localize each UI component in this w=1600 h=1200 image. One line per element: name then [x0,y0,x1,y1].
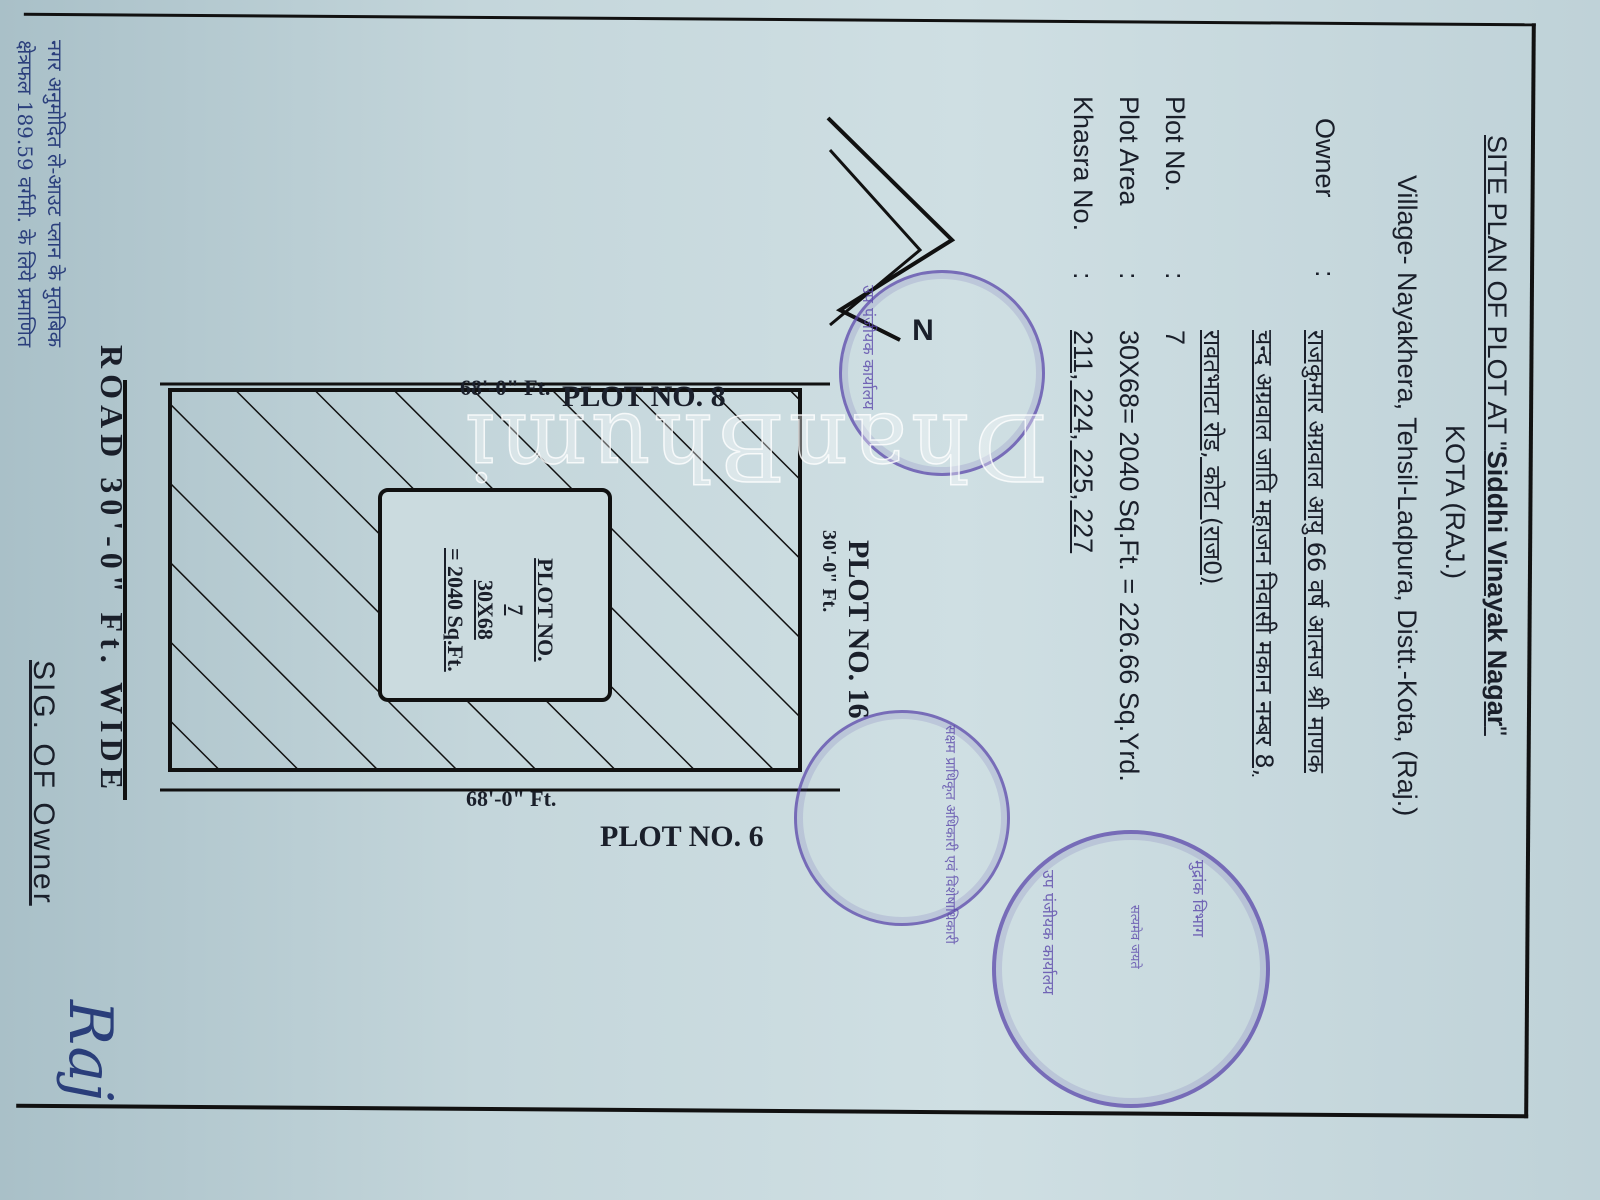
stamp-3-bottom-text: उप पंजीयक कार्यालय [1039,870,1058,995]
stamp-3 [992,830,1270,1108]
plot-area-label: Plot Area [1114,96,1144,206]
inner-plot-label: PLOT NO. 7 30X68 = 2040 Sq.Ft. [443,548,558,672]
plot-no-value: 7 [1160,330,1190,346]
road-label: ROAD 30'-0" Ft. WIDE [94,345,130,796]
document-title: SITE PLAN OF PLOT AT "Siddhi Vinayak Nag… [1482,135,1512,736]
dim-bottom-label: 68'-0" Ft. [466,786,557,811]
owner-colon: : [1310,270,1340,278]
watermark: DhanBhumi [461,392,1048,501]
plot-area-colon: : [1114,272,1144,280]
stamp-3-top-text: मुद्रांक विभाग [1189,860,1208,938]
plot-6-label: PLOT NO. 6 [600,820,764,853]
stamp-1-text: उप पंजीयक कार्यालय [859,285,878,410]
document-city: KOTA (RAJ.) [1440,425,1470,580]
plot-no-colon: : [1160,272,1190,280]
document-location: Village- Nayakhera, Tehsil-Ladpura, Dist… [1392,175,1422,817]
owner-label: Owner [1310,118,1340,198]
stamp-2-text: सक्षम प्राधिकृत अधिकारी एवं विशेषाधिकारी [942,725,958,945]
khasra-label: Khasra No. [1068,96,1098,232]
stamp-3-center-text: सत्यमेव जयते [1127,905,1142,969]
khasra-colon: : [1068,272,1098,280]
owner-signature-label: SIG. OF Owner [27,660,60,906]
stamp-2 [794,710,1010,926]
khasra-value: 211, 224, 225, 227 [1068,330,1098,554]
north-arrow-icon [826,116,956,342]
margin-note: नगर अनुमोदित ले-आउट प्लान के मुताबिक क्ष… [13,40,67,348]
plot-area-value: 30X68= 2040 Sq.Ft. = 226.66 Sq.Yrd. [1114,330,1144,782]
plot-drawing [123,380,840,800]
owner-details: राजकुमार अग्रवाल आयु 66 वर्ष आत्मज श्री … [1198,330,1330,777]
owner-signature: Raj [55,1000,125,1101]
dim-side-label: 30'-0" Ft. [818,530,840,613]
plot-no-label: Plot No. [1160,96,1190,193]
plot-16-label: PLOT NO. 16 [842,540,875,719]
